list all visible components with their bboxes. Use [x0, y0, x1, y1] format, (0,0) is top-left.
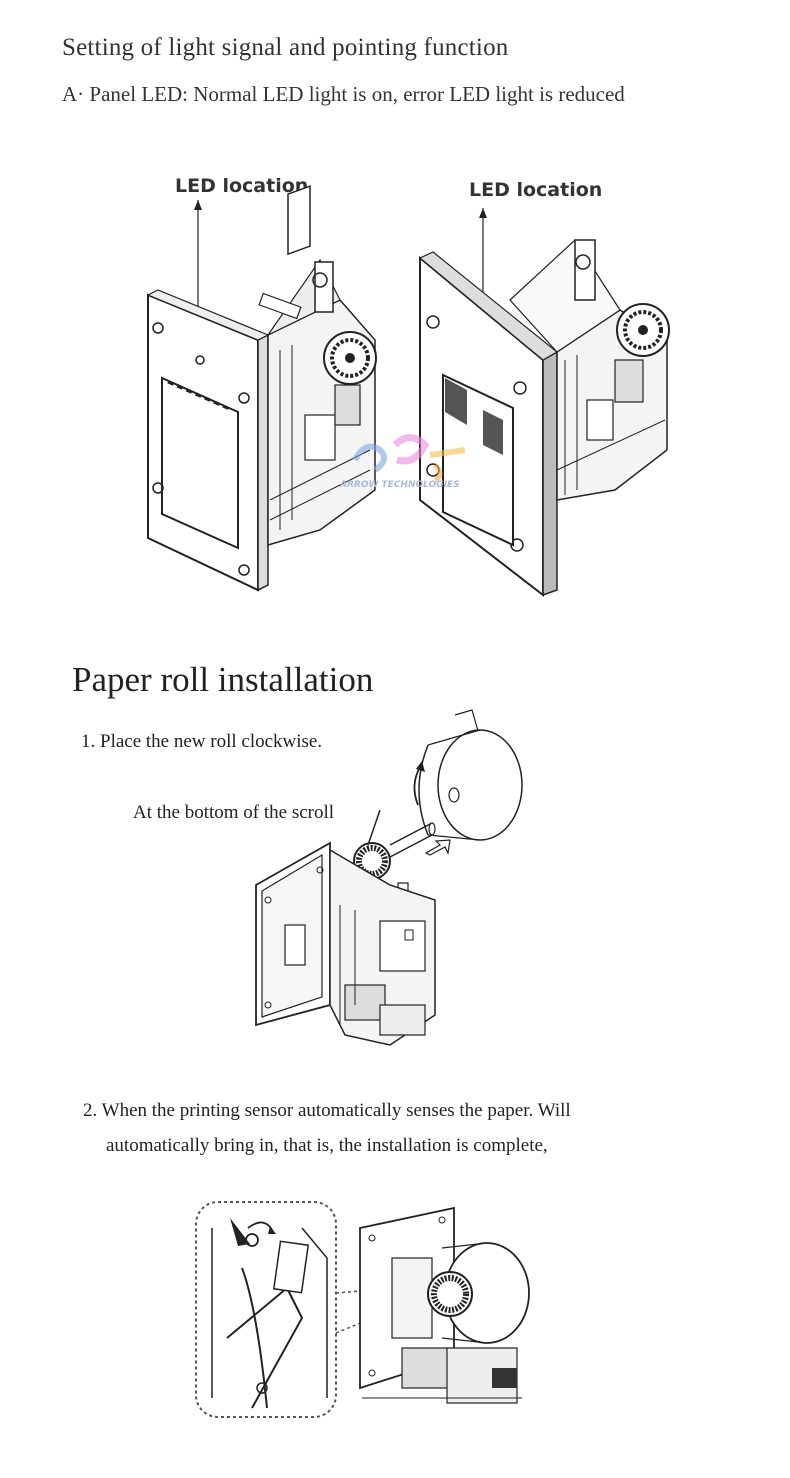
watermark-logo-icon — [352, 434, 466, 483]
section-title-paper-roll: Paper roll installation — [72, 660, 374, 699]
arrow-technologies-watermark: ARROW TECHNOLOGIES — [335, 420, 475, 500]
scroll-bottom-note: At the bottom of the scroll — [133, 802, 335, 823]
printer-front-illustration-left — [146, 185, 377, 592]
led-location-label-left: LED location — [175, 175, 309, 197]
step-2-text-line-1: 2. When the printing sensor automaticall… — [83, 1100, 571, 1121]
section-title-light-signal: Setting of light signal and pointing fun… — [62, 34, 509, 61]
watermark-text: ARROW TECHNOLOGIES — [340, 480, 460, 490]
led-location-label-right: LED location — [469, 179, 603, 201]
panel-led-description: A· Panel LED: Normal LED light is on, er… — [62, 82, 625, 106]
paper-feed-complete-illustration — [195, 1201, 530, 1418]
paper-roll-install-illustration — [255, 709, 523, 1046]
step-2-text-line-2: automatically bring in, that is, the ins… — [106, 1135, 548, 1156]
printer-front-illustration-right — [418, 208, 670, 598]
step-1-text: 1. Place the new roll clockwise. — [81, 731, 323, 752]
